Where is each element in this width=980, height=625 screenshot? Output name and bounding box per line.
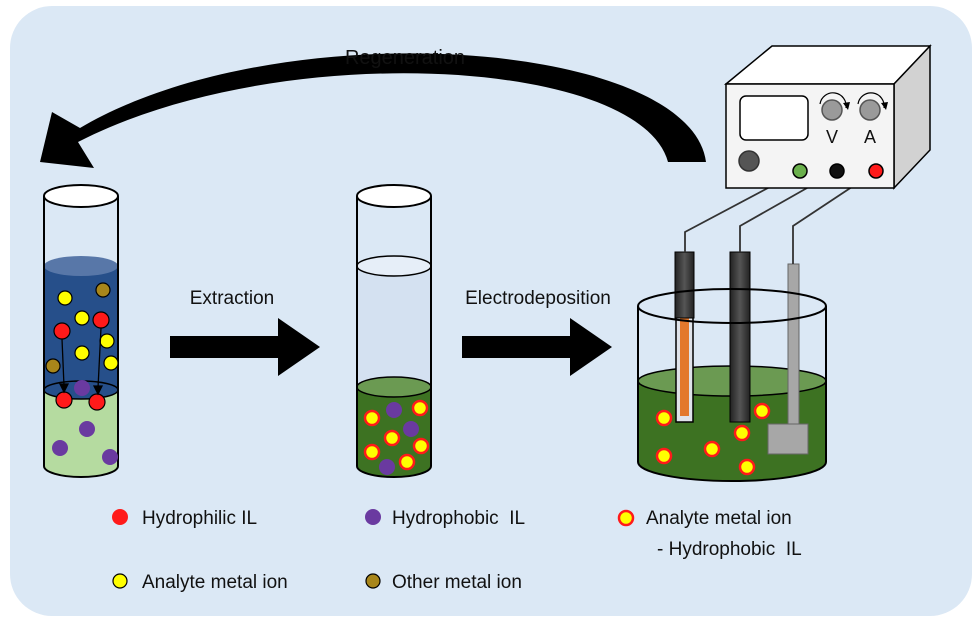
regeneration-arrow [40, 53, 706, 168]
electrodeposition-label: Electrodeposition [465, 288, 611, 309]
hydrophobic-il [386, 402, 402, 418]
analyte-complex [363, 443, 381, 461]
other-ion [95, 282, 111, 298]
working-electrode [729, 251, 751, 423]
analyte-ion [74, 345, 90, 361]
regeneration-label: Regeneration [345, 47, 465, 69]
analyte-complex [411, 399, 429, 417]
legend-swatch-hydrophobic [365, 509, 381, 525]
hydrophobic-il [102, 449, 118, 465]
current-knob [859, 99, 881, 121]
extraction-arrow [170, 318, 320, 376]
power-button [738, 150, 760, 172]
display-screen [739, 95, 809, 141]
wires [684, 170, 877, 264]
voltage-label: V [826, 127, 838, 147]
legend-swatch-other [365, 573, 381, 589]
voltage-knob [821, 99, 843, 121]
extraction-label: Extraction [190, 288, 274, 309]
electrodeposition-arrow [462, 318, 612, 376]
analyte-complex [412, 437, 430, 455]
legend-swatch-hydrophilic [112, 509, 128, 525]
other-ion [45, 358, 61, 374]
analyte-ion [57, 290, 73, 306]
tube1-particles [45, 282, 119, 465]
beaker-outline [637, 288, 827, 482]
legend-swatch-analyte [112, 573, 128, 589]
terminal-black [829, 163, 845, 179]
hydrophilic-il [92, 311, 110, 329]
analyte-complex [363, 409, 381, 427]
reference-electrode [674, 251, 695, 423]
hydrophilic-il [55, 391, 73, 409]
migration-arrows [58, 327, 104, 396]
beaker-particles [655, 402, 771, 476]
legend-label-hydrophobic: Hydrophobic IL [392, 508, 525, 529]
legend-label-other: Other metal ion [392, 572, 522, 593]
power-supply [723, 44, 932, 190]
analyte-ion [103, 355, 119, 371]
analyte-ion [99, 333, 115, 349]
analyte-complex [703, 440, 721, 458]
analyte-complex [383, 429, 401, 447]
analyte-ion [74, 310, 90, 326]
analyte-complex [398, 453, 416, 471]
legend-swatch-analyte-complex [617, 509, 635, 527]
legend: Hydrophilic IL Hydrophobic IL Analyte me… [112, 508, 802, 593]
legend-label-hydrophilic: Hydrophilic IL [142, 508, 257, 529]
current-label: A [864, 127, 876, 147]
tube2-particles [363, 399, 430, 475]
hydrophobic-il [74, 380, 90, 396]
hydrophobic-il [52, 440, 68, 456]
counter-electrode [767, 263, 809, 455]
hydrophobic-il [79, 421, 95, 437]
analyte-complex [655, 447, 673, 465]
hydrophobic-il [403, 421, 419, 437]
hydrophilic-il [53, 322, 71, 340]
legend-label-analyte-complex-2: - Hydrophobic IL [657, 539, 802, 560]
hydrophobic-il [379, 459, 395, 475]
analyte-complex [753, 402, 771, 420]
legend-label-analyte-complex-1: Analyte metal ion [646, 508, 792, 529]
analyte-complex [733, 424, 751, 442]
hydrophilic-il [88, 393, 106, 411]
terminal-green [792, 163, 808, 179]
analyte-complex [738, 458, 756, 476]
analyte-complex [655, 409, 673, 427]
terminal-red [868, 163, 884, 179]
legend-label-analyte: Analyte metal ion [142, 572, 288, 593]
